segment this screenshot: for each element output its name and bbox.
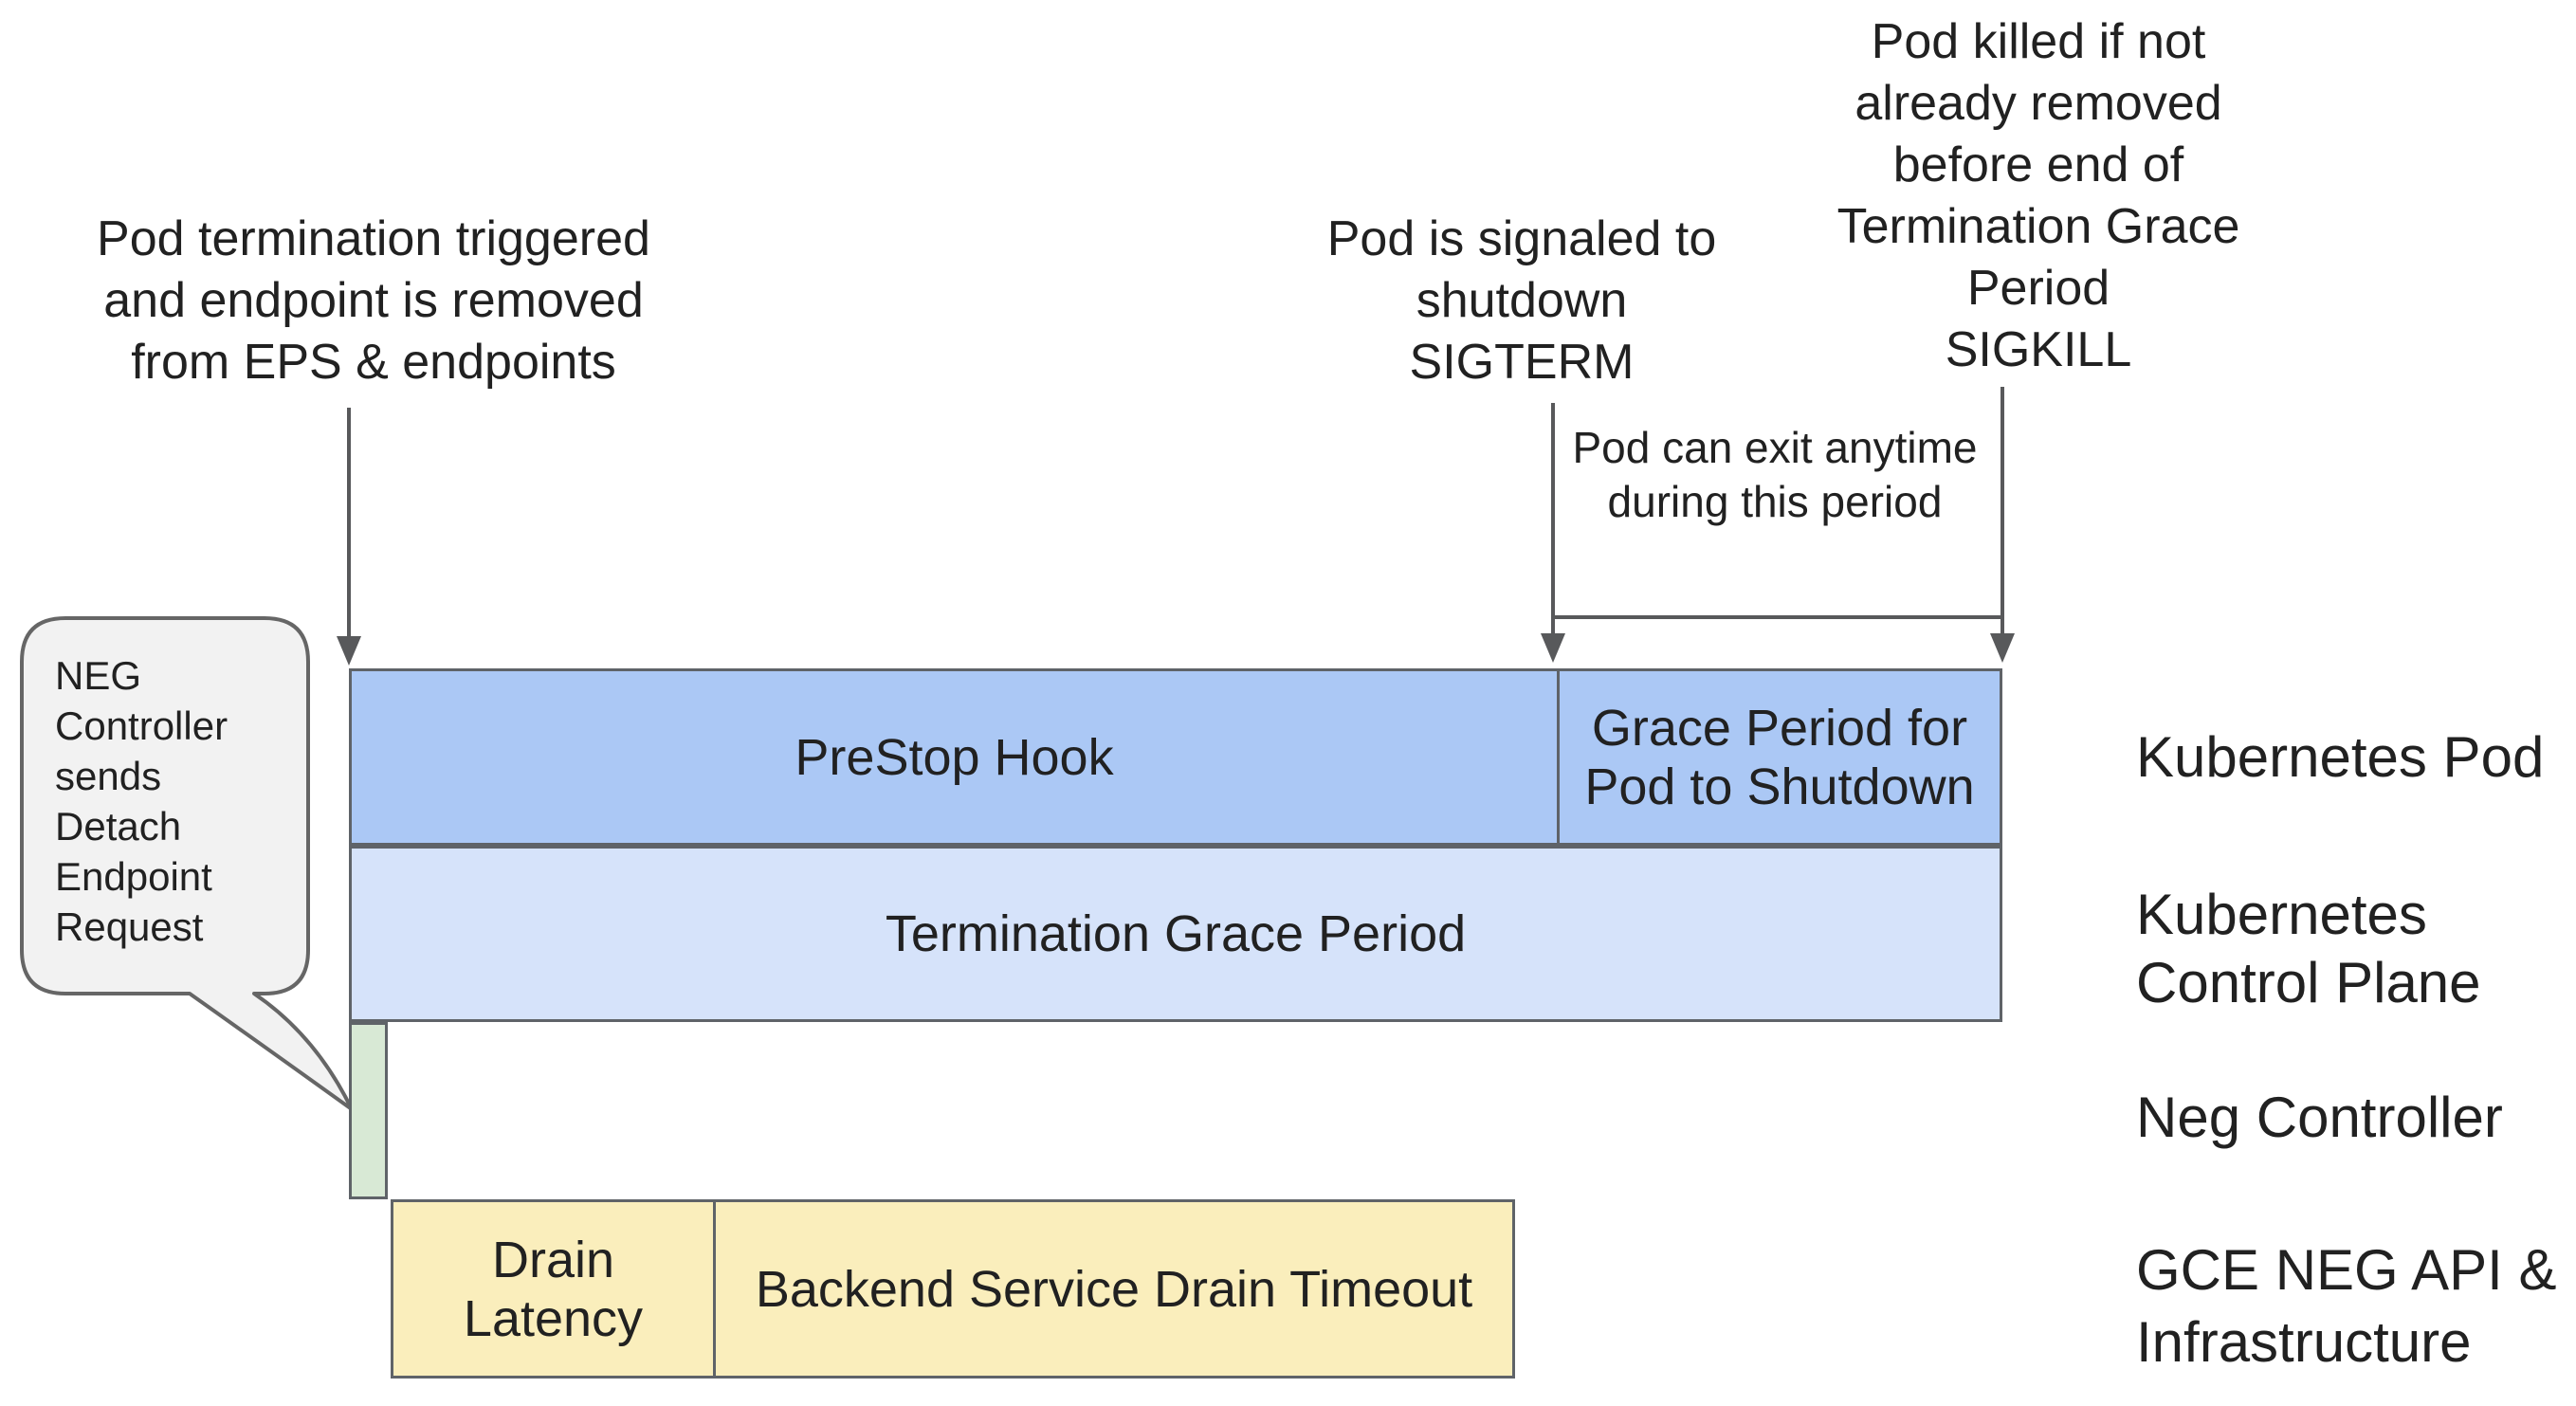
annotation-sigterm: Pod is signaled to shutdown SIGTERM: [1326, 211, 1717, 390]
sigterm-arrow: [1541, 403, 1565, 663]
grace-period-segment: Grace Period for Pod to Shutdown: [1557, 671, 2000, 843]
neg-controller-bar: [349, 1022, 388, 1199]
drain-latency-label: Drain Latency: [463, 1231, 644, 1347]
backend-drain-segment: Backend Service Drain Timeout: [713, 1202, 1512, 1376]
pod-termination-arrow: [337, 408, 361, 666]
backend-drain-label: Backend Service Drain Timeout: [755, 1260, 1473, 1318]
row-label-control-plane: Kubernetes Control Plane: [2136, 883, 2481, 1014]
grace-period-label: Grace Period for Pod to Shutdown: [1584, 699, 1975, 815]
annotation-pod-termination: Pod termination triggered and endpoint i…: [97, 211, 650, 390]
kubernetes-pod-bar: PreStop Hook Grace Period for Pod to Shu…: [349, 668, 2002, 846]
prestop-hook-segment: PreStop Hook: [352, 671, 1557, 843]
kubernetes-control-plane-bar: Termination Grace Period: [349, 846, 2002, 1022]
speech-bubble-text: NEG Controller sends Detach Endpoint Req…: [55, 653, 228, 949]
row-label-kubernetes-pod: Kubernetes Pod: [2136, 725, 2545, 789]
sigkill-arrow: [1990, 387, 2015, 663]
termination-grace-segment: Termination Grace Period: [352, 849, 2000, 1019]
annotation-sigkill: Pod killed if not already removed before…: [1836, 14, 2240, 377]
prestop-hook-label: PreStop Hook: [795, 728, 1114, 786]
termination-grace-label: Termination Grace Period: [885, 905, 1467, 962]
row-label-gce-neg: GCE NEG API & Infrastructure: [2136, 1238, 2557, 1374]
row-label-neg-controller: Neg Controller: [2136, 1086, 2503, 1149]
annotation-exit-window: Pod can exit anytime during this period: [1572, 423, 1978, 526]
drain-latency-segment: Drain Latency: [393, 1202, 713, 1376]
gce-neg-bar: Drain Latency Backend Service Drain Time…: [391, 1199, 1515, 1379]
